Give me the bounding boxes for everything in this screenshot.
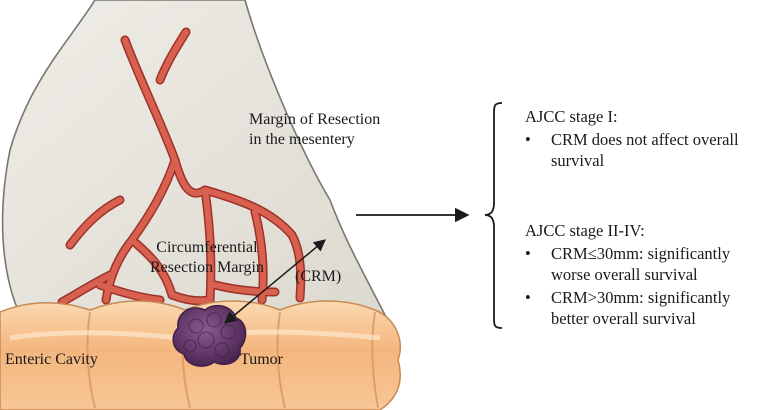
bullet-text-line2: worse overall survival [551, 265, 698, 284]
bullet-glyph: • [525, 244, 531, 263]
crm-abbrev-label: (CRM) [295, 268, 342, 285]
bullet-glyph: • [525, 130, 531, 149]
crm-label-line1: Circumferential [156, 239, 258, 256]
stage-ii-iv-bullet-2: • CRM>30mm: significantly better overall… [525, 287, 765, 331]
stage-ii-iv-heading: AJCC stage II-IV: [525, 221, 645, 240]
stage-i-bullet-1: • CRM does not affect overall survival [525, 129, 765, 173]
bullet-text-line1: CRM>30mm: significantly [551, 288, 731, 307]
stage-i-heading: AJCC stage I: [525, 107, 618, 126]
margin-label-line1: Margin of Resection [249, 111, 381, 128]
margin-of-resection-label: Margin of Resection in the mesentery [249, 110, 380, 150]
crm-measure-arrow [224, 239, 326, 324]
enteric-cavity-label: Enteric Cavity [5, 351, 98, 368]
stage-ii-iv-bullet-1: • CRM≤30mm: significantly worse overall … [525, 243, 765, 287]
bullet-text-line1: CRM does not affect overall [551, 130, 739, 149]
tumor-label: Tumor [240, 351, 283, 368]
bullet-glyph: • [525, 288, 531, 307]
bullet-text-line2: better overall survival [551, 309, 696, 328]
bullet-text-line1: CRM≤30mm: significantly [551, 244, 731, 263]
crm-label-line2: Resection Margin [150, 259, 264, 276]
bullet-text-line2: survival [551, 151, 605, 170]
curly-bracket [484, 102, 503, 329]
crm-label: Circumferential Resection Margin [150, 238, 264, 278]
margin-label-line2: in the mesentery [249, 131, 355, 148]
